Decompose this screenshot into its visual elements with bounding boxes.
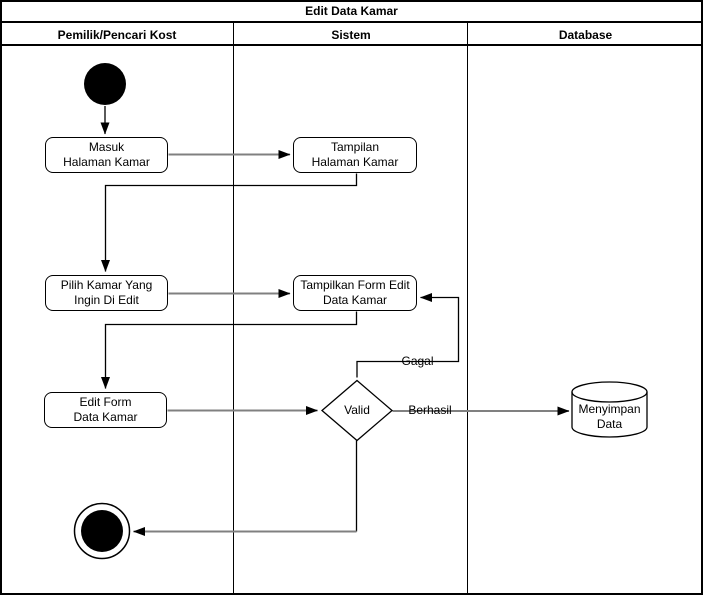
activity-masuk-halaman-kamar: Masuk Halaman Kamar xyxy=(45,137,168,173)
flow-tampilan-to-pilih xyxy=(101,173,358,272)
lane-divider-2 xyxy=(467,23,468,595)
start-node xyxy=(84,63,126,105)
diagram-title: Edit Data Kamar xyxy=(0,0,703,23)
activity-edit-form: Edit Form Data Kamar xyxy=(44,392,167,428)
activity-pilih-kamar: Pilih Kamar Yang Ingin Di Edit xyxy=(45,275,168,311)
lane-header-sistem: Sistem xyxy=(331,27,371,42)
edge-label-gagal: Gagal xyxy=(401,354,434,368)
decision-valid-shape xyxy=(321,379,393,442)
lane-header-row: Pemilik/Pencari Kost Sistem Database xyxy=(0,25,703,46)
flow-gagal-back-to-form xyxy=(356,293,460,378)
activity-tampilan-halaman-kamar: Tampilan Halaman Kamar xyxy=(293,137,417,173)
flow-tampilkan-form-to-edit-form xyxy=(101,311,358,389)
datastore-menyimpan-data-label: Menyimpan Data xyxy=(578,402,641,431)
lane-header-database: Database xyxy=(558,27,613,42)
decision-valid-label: Valid xyxy=(344,403,370,417)
lane-header-pemilik-pencari-kost: Pemilik/Pencari Kost xyxy=(57,27,177,42)
final-node-inner xyxy=(81,510,123,552)
datastore-cylinder-top xyxy=(571,391,648,403)
activity-tampilkan-form-edit: Tampilkan Form Edit Data Kamar xyxy=(293,275,417,311)
lane-divider-1 xyxy=(233,23,234,595)
datastore-cylinder xyxy=(571,381,648,438)
edge-label-berhasil: Berhasil xyxy=(408,403,452,417)
